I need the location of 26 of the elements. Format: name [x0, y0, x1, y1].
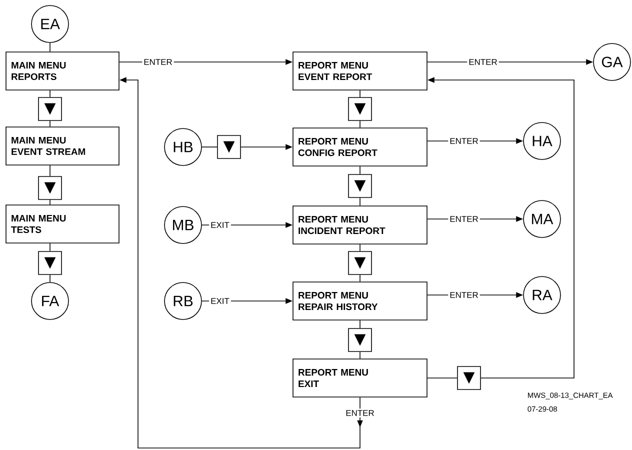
- menu-box: REPORT MENU CONFIG REPORT: [292, 128, 428, 166]
- key-box: ▼: [348, 328, 372, 352]
- connector-line: [202, 146, 218, 148]
- edge-label: ENTER: [467, 58, 499, 66]
- key-box: ▼: [348, 251, 372, 275]
- menu-box: MAIN MENU TESTS: [6, 204, 120, 244]
- key-box: ▼: [38, 251, 62, 275]
- edge-label: ENTER: [448, 214, 480, 224]
- edge-label: ENTER: [142, 58, 174, 66]
- menu-box: MAIN MENU EVENT STREAM: [6, 126, 120, 166]
- menu-box: MAIN MENU REPORTS: [6, 52, 120, 90]
- edge-label: ENTER: [448, 290, 480, 300]
- edge-label: ENTER: [344, 408, 376, 418]
- key-box: ▼: [457, 366, 481, 390]
- key-box: ▼: [348, 174, 372, 198]
- menu-box: REPORT MENU REPAIR HISTORY: [292, 282, 428, 320]
- key-box: ▼: [217, 135, 241, 159]
- edge-label: EXIT: [209, 296, 231, 306]
- edge-label: ENTER: [448, 136, 480, 146]
- menu-box: REPORT MENU EVENT REPORT: [292, 52, 428, 90]
- key-box: ▼: [38, 176, 62, 200]
- key-box: ▼: [38, 97, 62, 121]
- edge-label: EXIT: [209, 220, 231, 230]
- menu-box: REPORT MENU EXIT: [292, 358, 428, 398]
- key-box: ▼: [348, 97, 372, 121]
- menu-box: REPORT MENU INCIDENT REPORT: [292, 206, 428, 244]
